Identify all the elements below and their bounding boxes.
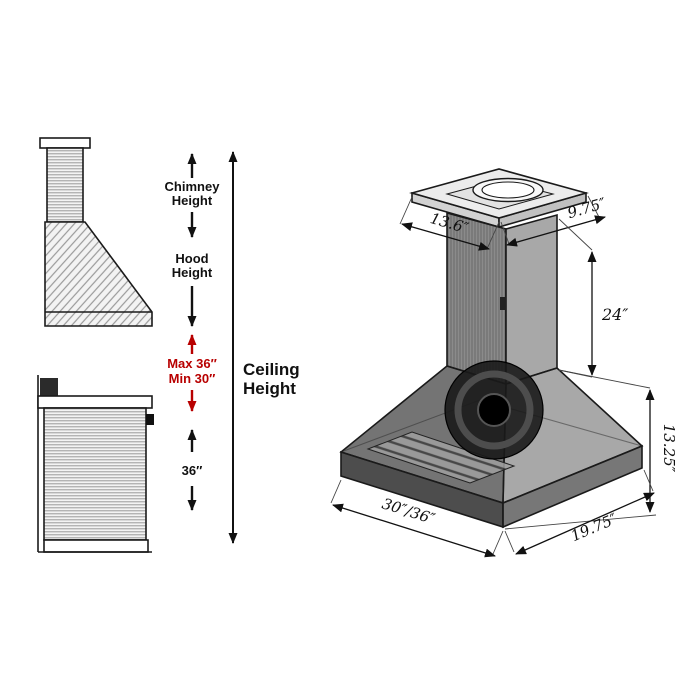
hood-height-label-line1: Hood xyxy=(175,251,208,266)
chimney-height-label-line1: Chimney xyxy=(165,179,221,194)
vent-hole-inner xyxy=(481,181,535,199)
ext-top-depth-b xyxy=(587,195,601,220)
wall-hood-side-view xyxy=(39,137,153,327)
ext-base-width-a xyxy=(330,479,342,504)
side-view-chimney xyxy=(46,147,84,223)
ext-chimney-height-a xyxy=(558,218,593,251)
ceiling-bracket xyxy=(39,137,91,149)
baffle-filters xyxy=(366,431,516,484)
blower-hub xyxy=(477,393,511,427)
ext-hood-height-a xyxy=(558,369,651,389)
dimline-top-width xyxy=(401,222,490,251)
chimney-latch xyxy=(500,297,506,310)
blower-ring xyxy=(454,370,534,450)
range-side-view xyxy=(37,375,154,553)
dim-chimney-height-label: 24″ xyxy=(601,305,628,324)
iso-hood-drawing xyxy=(339,168,644,529)
ext-base-depth-a xyxy=(504,530,515,553)
chimney-right-face xyxy=(505,213,558,386)
ext-base-width-b xyxy=(492,530,504,555)
ceiling-height-label-line2: Height xyxy=(243,379,296,398)
chimney-height-label-line2: Height xyxy=(172,193,213,208)
wall-bracket-block xyxy=(40,378,58,396)
chimney-front-face xyxy=(446,211,507,386)
range-front-panel xyxy=(43,407,147,541)
dimline-base-depth xyxy=(515,492,655,555)
countertop-slab xyxy=(37,395,153,409)
ext-base-depth-b xyxy=(643,469,654,492)
dimline-base-width xyxy=(332,503,496,558)
counter-height-label: 36″ xyxy=(182,463,203,478)
ceiling-height-label-line1: Ceiling xyxy=(243,360,300,379)
hood-height-label-line2: Height xyxy=(172,265,213,280)
ext-top-width-a xyxy=(399,196,413,225)
height-dimension-column: Chimney Height Hood Height Max 36″ Min 3… xyxy=(165,151,300,544)
dimline-top-depth xyxy=(506,215,606,247)
dim-base-depth-label: 19.75″ xyxy=(568,509,620,545)
max-height-label: Max 36″ xyxy=(167,356,217,371)
range-handle-knob xyxy=(146,414,154,425)
range-base-plinth xyxy=(43,539,149,553)
dim-hood-height-label: 13.25″ xyxy=(660,424,678,473)
side-view-hood-body xyxy=(44,221,153,327)
min-height-label: Min 30″ xyxy=(169,371,216,386)
